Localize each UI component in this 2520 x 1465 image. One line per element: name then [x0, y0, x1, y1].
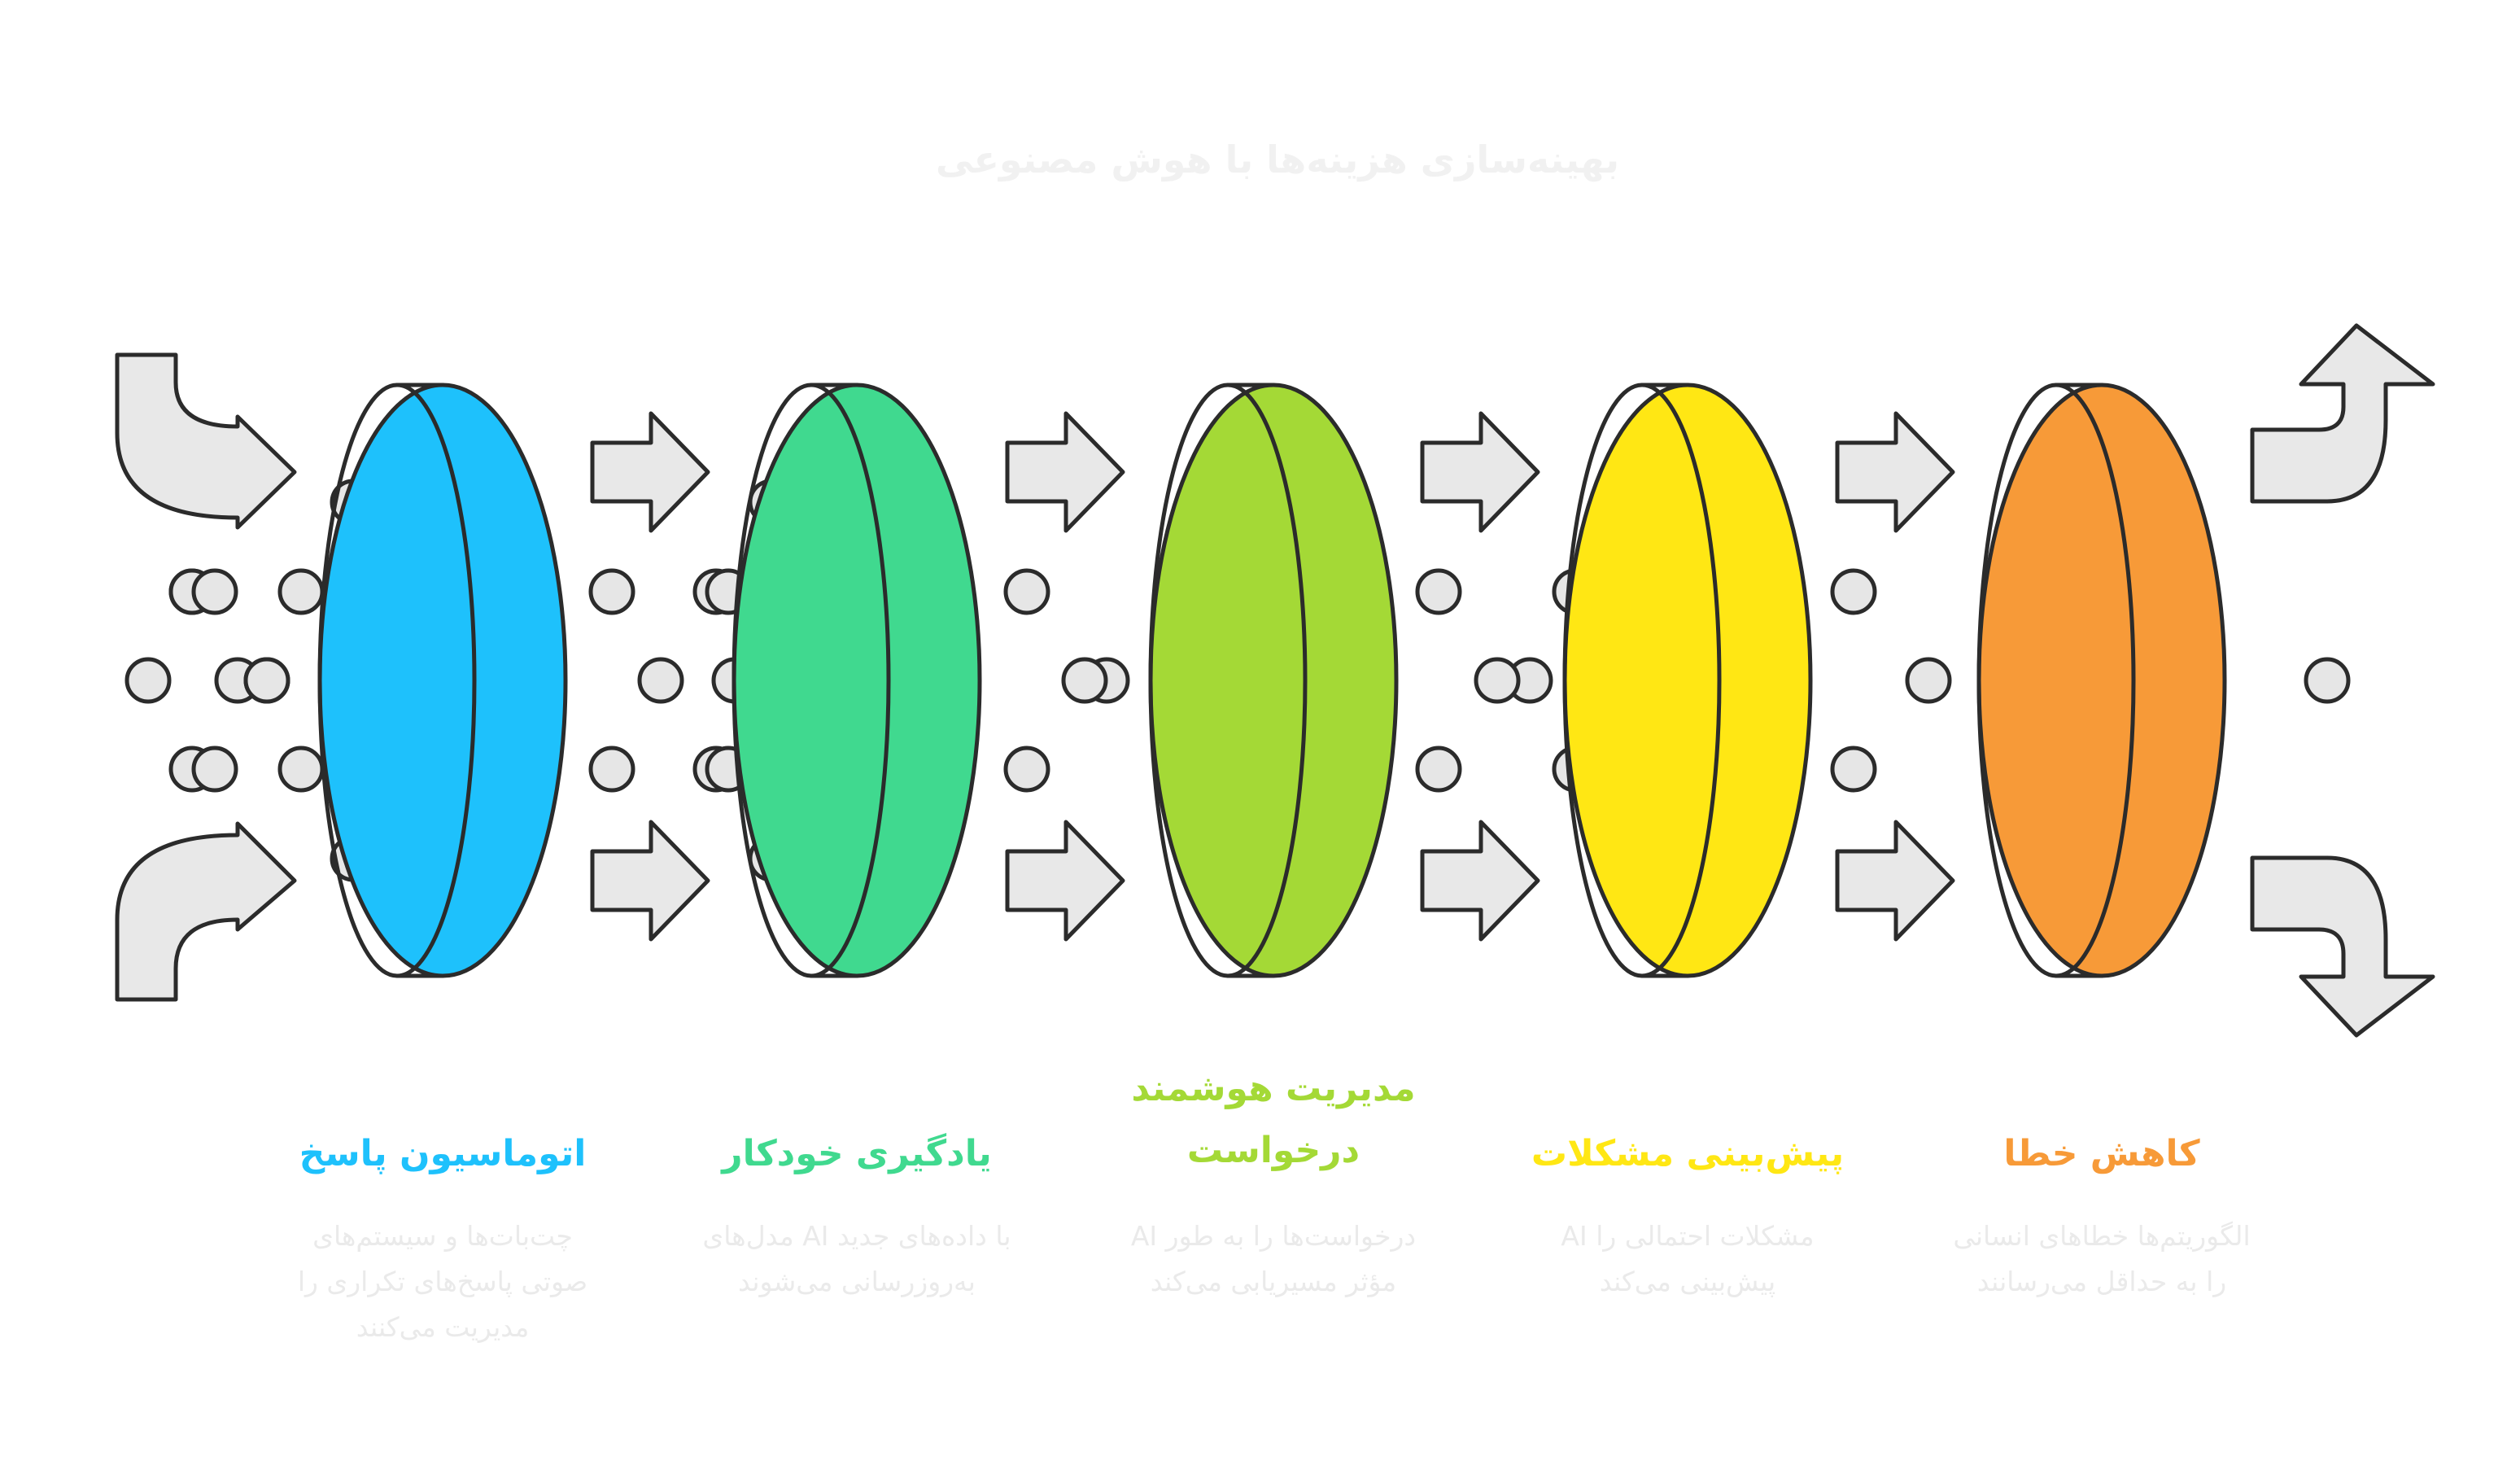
stage-description: درخواست‌ها را به طور AI — [1131, 1220, 1416, 1252]
transfer-dot — [1003, 568, 1050, 615]
ring-outer — [317, 383, 568, 978]
particle-dot — [243, 657, 290, 704]
flow-arrow-top — [590, 411, 710, 533]
transfer-dot — [1415, 746, 1462, 793]
stage-description: با داده‌های جدید AI مدل‌های — [702, 1220, 1011, 1252]
input-dot — [124, 657, 172, 704]
transfer-dot — [1003, 746, 1050, 793]
transfer-dot — [637, 657, 684, 704]
entry-arrow-top — [115, 352, 297, 530]
ring-outer — [1976, 383, 2227, 978]
flow-arrow-bottom — [590, 820, 710, 942]
stage-title: اتوماسیون پاسخ — [299, 1133, 587, 1174]
particle-dot — [1474, 657, 1521, 704]
flow-arrow-bottom — [1420, 820, 1540, 942]
particle-dot — [1905, 657, 1952, 704]
stage-description: مشکلات احتمالی را AI — [1561, 1220, 1814, 1252]
stage-description: الگوریتم‌ها خطاهای انسانی — [1953, 1220, 2250, 1252]
ring-outer — [732, 383, 982, 978]
stage-title: کاهش خطا — [2003, 1133, 2200, 1174]
transfer-dot — [588, 746, 635, 793]
exit-arrow-bottom — [2250, 855, 2435, 1038]
transfer-dot — [1830, 568, 1877, 615]
particle-dot — [1061, 657, 1108, 704]
transfer-dot — [1415, 568, 1462, 615]
transfer-dot — [1830, 746, 1877, 793]
exit-arrow-top — [2250, 323, 2435, 504]
diagram-title: بهینه‌سازی هزینه‌ها با هوش مصنوعی — [936, 138, 1619, 181]
stage-labels: اتوماسیون پاسخ چت‌بات‌ها و سیستم‌های صوتی … — [298, 1068, 2251, 1343]
flow-arrow-bottom — [1005, 820, 1125, 942]
particle-dot — [277, 568, 325, 615]
output-dot — [2304, 657, 2351, 704]
stage-description: به‌روزرسانی می‌شوند — [738, 1266, 976, 1297]
transfer-dot — [588, 568, 635, 615]
stage-ring-group — [1905, 383, 2227, 978]
stage-description: چت‌بات‌ها و سیستم‌های — [312, 1220, 573, 1252]
stage-title: مدیریت هوشمند — [1131, 1068, 1415, 1109]
stage-ring-group — [705, 383, 982, 978]
flow-arrow-top — [1005, 411, 1125, 533]
ring-outer — [1562, 383, 1813, 978]
stage-ring-group — [1061, 383, 1399, 978]
stage-ring-group — [1474, 383, 1813, 978]
stage-title: پیش‌بینی مشکلات — [1531, 1133, 1844, 1174]
flow-layer — [115, 323, 2435, 1038]
particle-dot — [191, 568, 238, 615]
flow-arrow-top — [1420, 411, 1540, 533]
stage-description: مؤثر مسیریابی می‌کند — [1151, 1266, 1396, 1297]
stage-title: درخواست — [1187, 1130, 1360, 1171]
flow-arrow-top — [1835, 411, 1955, 533]
stage-ring-group — [191, 383, 568, 978]
stage-description: را به حداقل می‌رسانند — [1977, 1266, 2226, 1297]
stage-description: پیش‌بینی می‌کند — [1600, 1266, 1775, 1297]
flow-arrow-bottom — [1835, 820, 1955, 942]
entry-arrow-bottom — [115, 821, 297, 1002]
stage-description: صوتی پاسخ‌های تکراری را — [298, 1266, 587, 1297]
particle-dot — [277, 746, 325, 793]
particle-dot — [191, 746, 238, 793]
ring-outer — [1148, 383, 1399, 978]
stage-title: یادگیری خودکار — [720, 1132, 992, 1174]
stage-description: مدیریت می‌کنند — [356, 1311, 530, 1343]
